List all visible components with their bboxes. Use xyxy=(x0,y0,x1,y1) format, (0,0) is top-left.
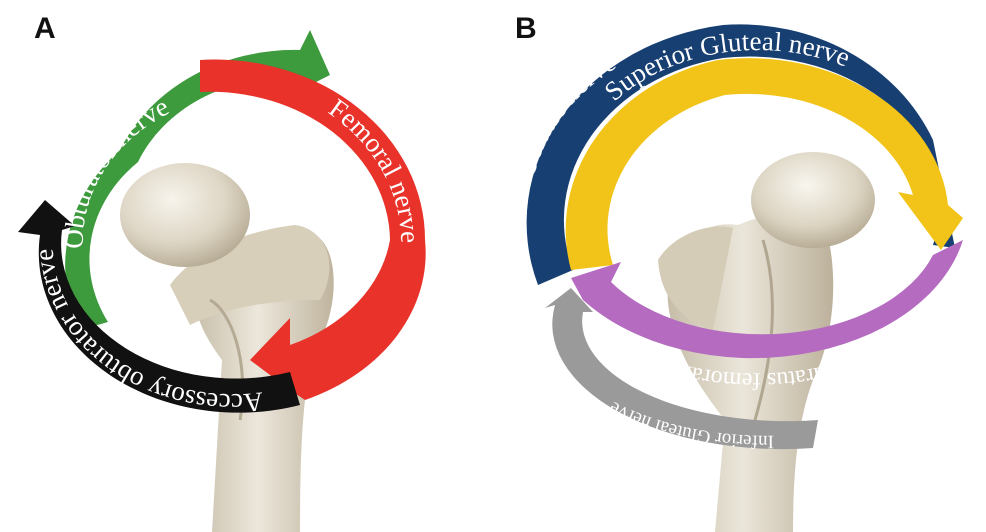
panel-b: B xyxy=(493,0,986,532)
hip-diagram-b: Sciatic nerve Superior Gluteal nerve Ner… xyxy=(493,0,986,532)
femoral-nerve-label: Femoral nerve xyxy=(324,93,426,244)
hip-diagram-a: Obturator nerve Femoral nerve Accessory … xyxy=(0,0,493,532)
panel-a: A xyxy=(0,0,493,532)
